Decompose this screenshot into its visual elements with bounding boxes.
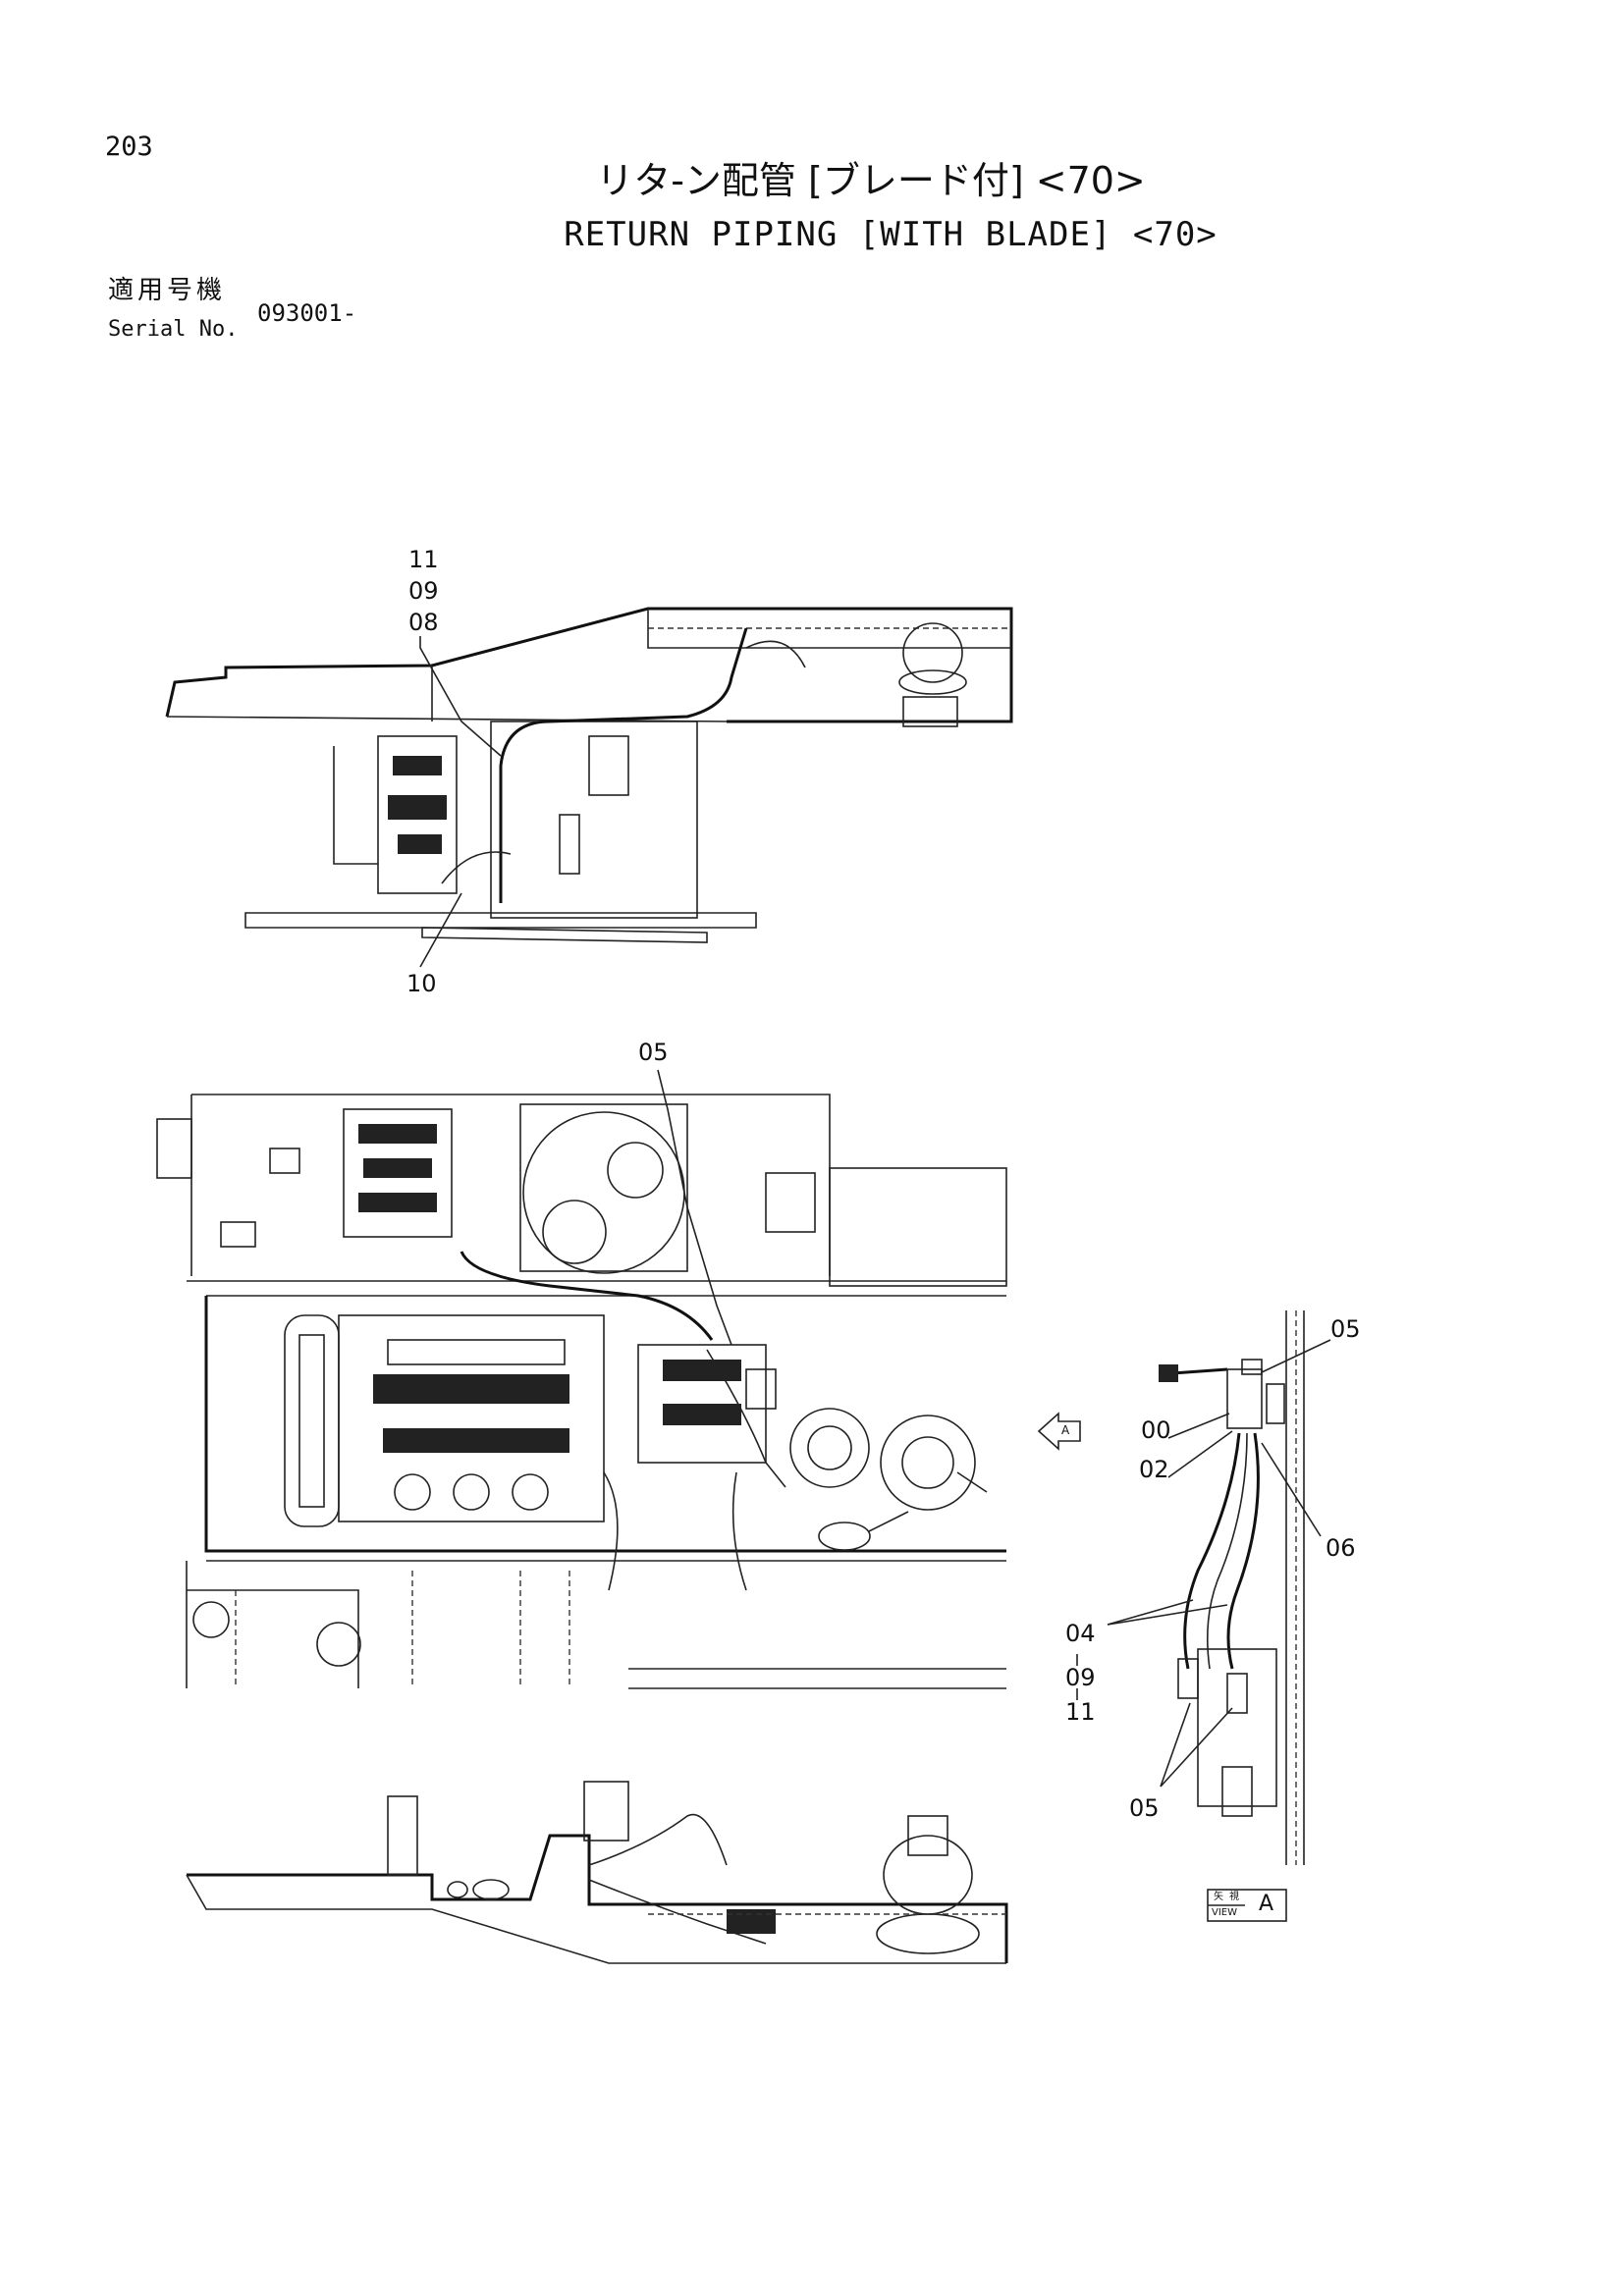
callout-number: 10 bbox=[406, 970, 437, 997]
view-a-arrow-marker bbox=[1037, 1412, 1081, 1451]
callout-number: 09 bbox=[1065, 1664, 1096, 1691]
view-box-label-english: VIEW bbox=[1212, 1907, 1237, 1918]
serial-label-english: Serial No. bbox=[108, 317, 239, 342]
plan-view: 05 bbox=[156, 1039, 1007, 1689]
callout-number: 11 bbox=[1065, 1698, 1096, 1726]
view-a-box bbox=[1207, 1889, 1287, 1922]
callout-number: 00 bbox=[1141, 1416, 1171, 1444]
view-a-detail: 05 00 02 06 04 09 11 05 bbox=[1065, 1310, 1361, 1865]
serial-number-value: 093001- bbox=[257, 299, 357, 327]
callout-number: 04 bbox=[1065, 1620, 1096, 1647]
bottom-side-view bbox=[186, 1781, 1008, 1964]
callout-number: 05 bbox=[1129, 1794, 1160, 1822]
callout-number: 06 bbox=[1326, 1534, 1356, 1562]
title-japanese: リタ-ン配管 [ブレード付] <70> bbox=[596, 159, 1146, 202]
page-number: 203 bbox=[105, 132, 153, 162]
serial-label-japanese: 適用号機 bbox=[108, 276, 227, 305]
callout-number: 11 bbox=[408, 546, 439, 573]
callout-number: 08 bbox=[408, 609, 439, 636]
top-side-view: 11 09 08 10 bbox=[165, 546, 1013, 997]
callout-number: 05 bbox=[638, 1039, 669, 1066]
view-box-letter: A bbox=[1259, 1892, 1274, 1916]
title-english: RETURN PIPING [WITH BLADE] <70> bbox=[564, 215, 1218, 254]
view-box-label-japanese: 矢視 bbox=[1214, 1892, 1245, 1902]
callout-number: 09 bbox=[408, 577, 439, 605]
callout-number: 05 bbox=[1330, 1315, 1361, 1343]
callout-number: 02 bbox=[1139, 1456, 1169, 1483]
view-a-arrow-label: A bbox=[1061, 1423, 1070, 1437]
